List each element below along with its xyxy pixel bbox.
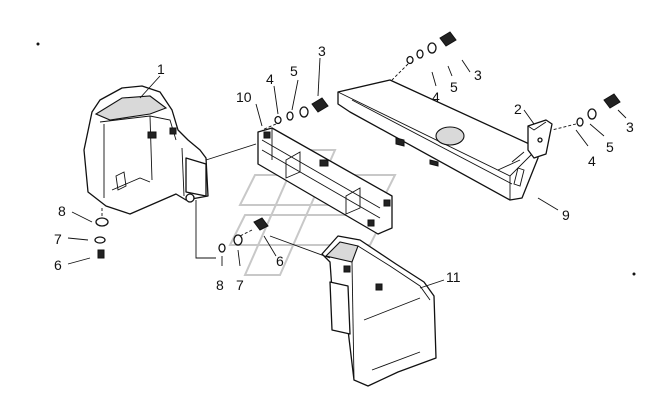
part-9-top-cover — [337, 79, 539, 201]
callout-8-bottom: 8 — [216, 277, 224, 293]
callout-5-top-left: 5 — [290, 63, 298, 79]
speck — [632, 272, 636, 276]
callout-7-bottom: 7 — [236, 277, 244, 293]
fasteners-stack-a — [261, 97, 329, 131]
fasteners-stack-e — [94, 208, 109, 259]
callout-leaders — [67, 57, 627, 289]
part-10-middle-panel — [257, 127, 393, 235]
part-11-right-cover — [321, 235, 437, 387]
callout-3-top-right: 3 — [474, 67, 482, 83]
callout-9: 9 — [562, 207, 570, 223]
callout-6-left: 6 — [54, 257, 62, 273]
callout-10: 10 — [236, 89, 252, 105]
part-1-left-cover — [83, 85, 209, 215]
callout-2: 2 — [514, 101, 522, 117]
callout-4-top-left: 4 — [266, 71, 274, 87]
callout-11: 11 — [446, 269, 461, 285]
callout-4-right: 4 — [588, 153, 596, 169]
callout-3-top-left: 3 — [318, 43, 326, 59]
speck — [36, 42, 40, 46]
callout-1: 1 — [157, 61, 165, 77]
callout-7-left: 7 — [54, 231, 62, 247]
callout-5-top-right: 5 — [450, 79, 458, 95]
callout-4-top-right: 4 — [432, 89, 440, 105]
callout-8-left: 8 — [58, 203, 66, 219]
fasteners-stack-b — [391, 31, 457, 81]
callout-3-right: 3 — [626, 119, 634, 135]
callout-5-right: 5 — [606, 139, 614, 155]
callout-6-bottom: 6 — [276, 253, 284, 269]
part-2-bracket — [527, 119, 553, 159]
assembly-lines — [195, 143, 525, 259]
fasteners-stack-c — [551, 93, 621, 131]
fasteners-stack-d — [218, 217, 269, 253]
callout-labels: 1 10 4 5 3 3 5 4 2 3 5 4 9 8 7 6 8 7 6 1… — [54, 43, 634, 293]
